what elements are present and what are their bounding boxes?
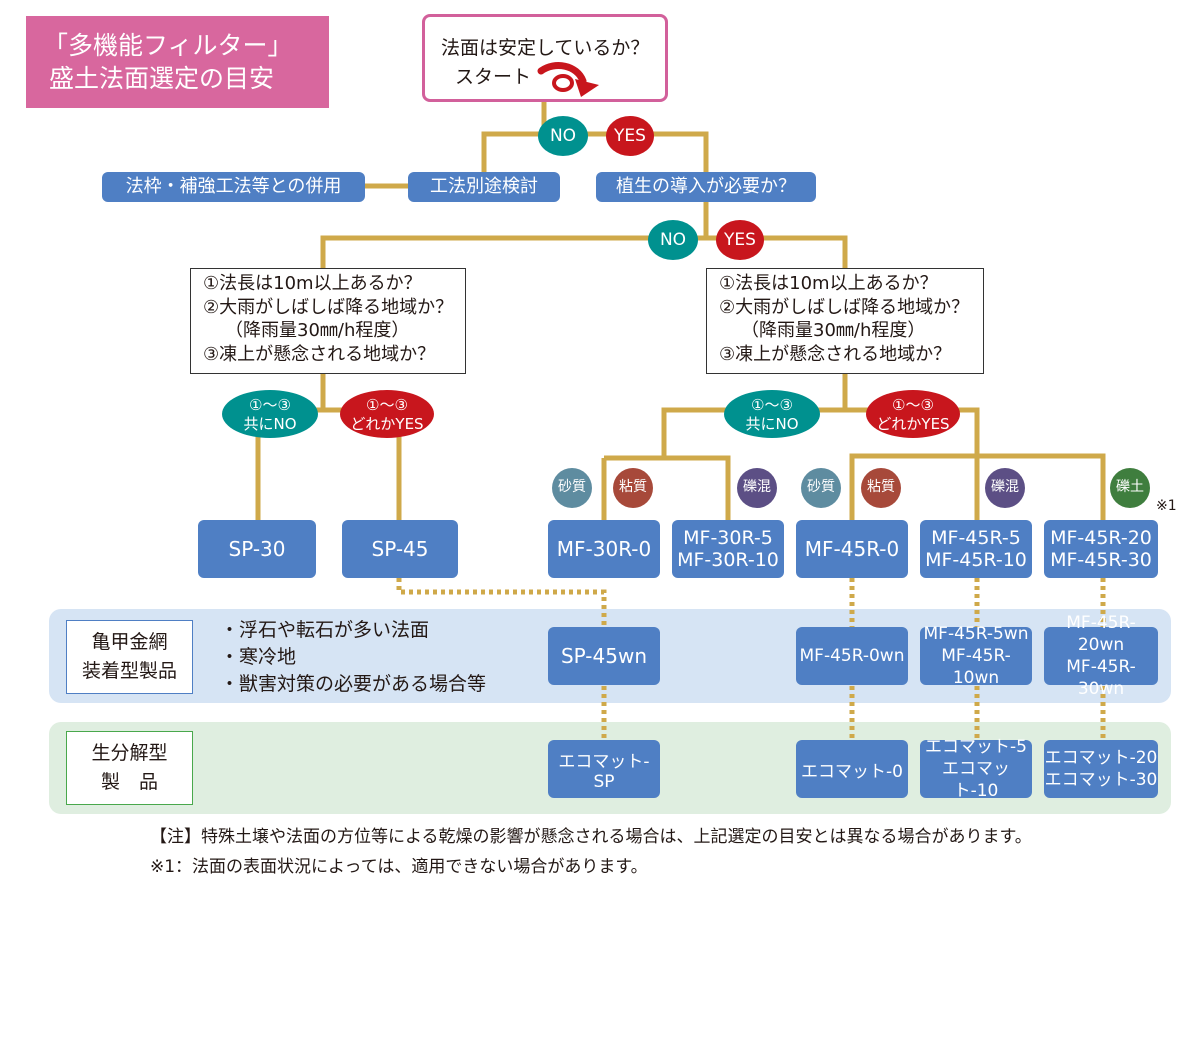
condition-text: 共にNO (745, 415, 799, 433)
product-line: エコマット-20 (1044, 748, 1158, 768)
product-line: MF-45R-10 (925, 549, 1027, 571)
product-line: エコマット-10 (942, 759, 1010, 801)
question-3: ③凍上が懸念される地域か？ (719, 343, 952, 365)
soil-sand-badge: 砂質土 (552, 468, 592, 533)
condition-range: ①～③ (751, 396, 793, 414)
conditions-box-left: ①法長は10m以上あるか？ ②大雨がしばしば降る地域か？ （降雨量30㎜/h程度… (190, 268, 466, 374)
question-2-note: （降雨量30㎜/h程度） (225, 320, 410, 341)
net-band-label-line-2: 装着型製品 (81, 660, 177, 682)
footnote-mark: ※1 (1156, 498, 1177, 514)
question-2: ②大雨がしばしば降る地域か？ (203, 296, 454, 318)
all-no-oval-right: ①～③ 共にNO (724, 390, 820, 438)
vegetation-question-node: 植生の導入が必要か？ (596, 172, 816, 202)
bio-band-label: 生分解型 製 品 (66, 731, 193, 805)
product-line: MF-45R-30 (1050, 549, 1152, 571)
product-ecomat-5-10: エコマット-5 エコマット-10 (920, 737, 1032, 801)
soil-mixed-badge: 礫混土 (737, 468, 777, 533)
condition-text: 共にNO (243, 415, 297, 433)
note-general: 【注】特殊土壌や法面の方位等による乾燥の影響が懸念される場合は、上記選定の目安と… (150, 827, 1032, 847)
any-yes-oval-right: ①～③ どれかYES (866, 390, 960, 438)
bullet-item: ・浮石や転石が多い法面 (220, 619, 430, 641)
product-mf45r0: MF-45R-0 (796, 520, 908, 578)
product-line: MF-45R-5wn (923, 624, 1029, 644)
net-band-label: 亀甲金網 装着型製品 (66, 620, 193, 694)
start-label: スタート (455, 66, 532, 88)
question-2-note: （降雨量30㎜/h程度） (741, 320, 926, 341)
start-box: 法面は安定しているか？ スタート (422, 14, 668, 102)
product-mf45r0wn: MF-45R-0wn (796, 627, 908, 685)
net-band-label-line-1: 亀甲金網 (91, 631, 168, 653)
product-line: エコマット-30 (1044, 770, 1158, 790)
title-line-2: 盛土法面選定の目安 (49, 64, 275, 93)
condition-range: ①～③ (366, 396, 408, 414)
condition-text: どれかYES (350, 415, 424, 433)
bullet-item: ・獣害対策の必要がある場合等 (220, 673, 487, 695)
soil-clay-badge: 粘質土 (613, 468, 653, 533)
condition-range: ①～③ (249, 396, 291, 414)
question-2: ②大雨がしばしば降る地域か？ (719, 296, 970, 318)
product-ecomat-20-30: エコマット-20 エコマット-30 (1044, 740, 1158, 798)
yes-bubble-veg: YES (716, 220, 764, 260)
soil-gravel-badge: 礫土 (1110, 468, 1150, 508)
net-band-bullets: ・浮石や転石が多い法面 ・寒冷地 ・獣害対策の必要がある場合等 (220, 617, 486, 698)
product-mf45r5wn-mf45r10wn: MF-45R-5wn MF-45R-10wn (920, 624, 1032, 688)
conditions-box-right: ①法長は10m以上あるか？ ②大雨がしばしば降る地域か？ （降雨量30㎜/h程度… (706, 268, 984, 374)
soil-clay-badge: 粘質土 (861, 468, 901, 533)
question-1: ①法長は10m以上あるか？ (719, 273, 938, 294)
product-ecomat-0: エコマット-0 (796, 740, 908, 798)
product-line: MF-30R-5 (683, 527, 773, 549)
question-3: ③凍上が懸念される地域か？ (203, 343, 436, 365)
product-line: エコマット-5 (925, 737, 1027, 757)
no-bubble-veg: NO (648, 220, 698, 260)
note-footnote-1: ※1：法面の表面状況によっては、適用できない場合があります。 (150, 857, 648, 877)
product-sp45wn: SP-45wn (548, 627, 660, 685)
title-line-1: 「多機能フィルター」 (43, 31, 293, 60)
any-yes-oval-left: ①～③ どれかYES (340, 390, 434, 438)
product-mf45r20wn-mf45r30wn: MF-45R-20wn MF-45R-30wn (1044, 613, 1158, 699)
separate-review-node: 工法別途検討 (408, 172, 560, 202)
product-mf45r20-mf45r30: MF-45R-20 MF-45R-30 (1044, 520, 1158, 578)
product-mf30r0: MF-30R-0 (548, 520, 660, 578)
yes-bubble-top: YES (606, 116, 654, 156)
start-question: 法面は安定しているか？ (441, 37, 650, 59)
product-ecomat-sp: エコマット-SP (548, 740, 660, 798)
product-mf45r5-mf45r10: MF-45R-5 MF-45R-10 (920, 520, 1032, 578)
soil-mixed-badge: 礫混土 (985, 468, 1025, 533)
bio-band-label-line-2: 製 品 (100, 771, 158, 793)
product-mf30r5-mf30r10: MF-30R-5 MF-30R-10 (672, 520, 784, 578)
no-bubble-top: NO (538, 116, 588, 156)
product-line: MF-45R-20wn (1066, 613, 1136, 655)
condition-range: ①～③ (892, 396, 934, 414)
soil-sand-badge: 砂質土 (801, 468, 841, 533)
combined-method-node: 法枠・補強工法等との併用 (102, 172, 365, 202)
product-line: MF-30R-10 (677, 549, 779, 571)
product-sp45: SP-45 (342, 520, 458, 578)
condition-text: どれかYES (876, 415, 950, 433)
diagram-title: 「多機能フィルター」 盛土法面選定の目安 (26, 16, 329, 108)
product-sp30: SP-30 (198, 520, 316, 578)
curved-arrow-icon (537, 62, 599, 97)
product-line: MF-45R-30wn (1066, 657, 1136, 699)
question-1: ①法長は10m以上あるか？ (203, 273, 422, 294)
product-line: MF-45R-10wn (941, 646, 1011, 688)
bio-band-label-line-1: 生分解型 (91, 742, 168, 764)
all-no-oval-left: ①～③ 共にNO (222, 390, 318, 438)
product-line: MF-45R-20 (1050, 527, 1152, 549)
bullet-item: ・寒冷地 (220, 646, 297, 668)
product-line: MF-45R-5 (931, 527, 1021, 549)
